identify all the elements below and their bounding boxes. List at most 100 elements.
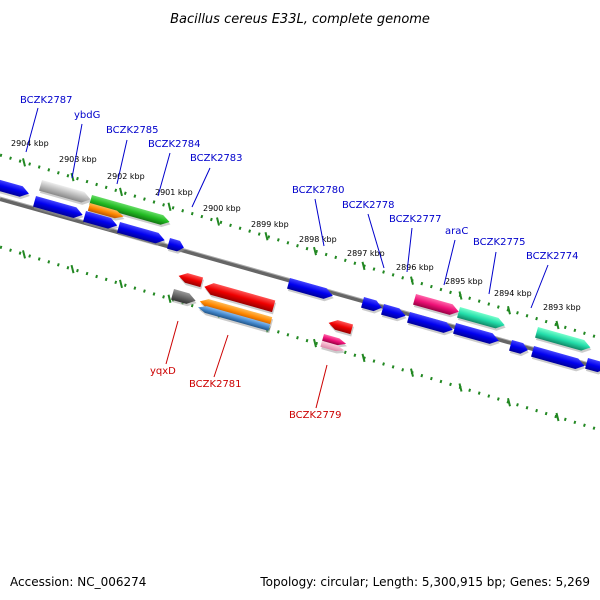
gene-label-arac[interactable]: araC <box>445 226 468 237</box>
gene-arrow-bczk2777[interactable] <box>412 294 461 319</box>
gene-label-bczk2775[interactable]: BCZK2775 <box>473 237 526 248</box>
gene-body <box>39 180 91 203</box>
gene-arrow-yqxd[interactable] <box>170 289 198 308</box>
gene-arrow-small2[interactable] <box>508 340 530 358</box>
kbp-label: 2901 kbp <box>155 188 193 197</box>
major-tick <box>216 217 220 226</box>
gene-body <box>89 195 170 225</box>
gene-label-bczk2784[interactable]: BCZK2784 <box>148 139 201 150</box>
major-tick <box>458 383 463 392</box>
gene-arrow-bczk2779[interactable] <box>320 341 347 356</box>
map-title: Bacillus cereus E33L, complete genome <box>170 12 430 27</box>
major-tick <box>507 398 511 407</box>
gene-body <box>204 283 276 313</box>
major-tick <box>22 158 26 167</box>
gene-body <box>453 323 499 344</box>
gene-arrow-bczk2784[interactable] <box>82 211 120 233</box>
major-tick <box>313 246 317 256</box>
gene-arrow-bczk2785[interactable] <box>89 195 173 229</box>
gene-body <box>199 299 273 326</box>
kbp-label: 2903 kbp <box>59 155 97 164</box>
gene-arrow-ybdg[interactable] <box>38 180 93 207</box>
gene-body <box>531 346 585 370</box>
kbp-label: 2894 kbp <box>494 289 532 298</box>
gene-label-bczk2787[interactable]: BCZK2787 <box>20 95 73 106</box>
gene-arrow-bczk2774[interactable] <box>534 327 593 355</box>
gene-body <box>457 307 505 329</box>
gene-arrow-bczk2780[interactable] <box>286 278 335 303</box>
gene-body <box>83 211 118 229</box>
major-tick <box>313 338 317 348</box>
gene-arrow-small[interactable] <box>166 238 186 255</box>
major-tick <box>410 276 414 285</box>
gene-body <box>509 340 528 354</box>
major-tick <box>361 353 366 363</box>
kbp-label: 2896 kbp <box>396 263 434 272</box>
gene-body <box>178 273 204 288</box>
forward-leaders <box>25 107 549 309</box>
major-tick <box>119 279 123 289</box>
gene-body <box>198 306 271 331</box>
gene-body <box>117 222 165 244</box>
reverse-gene-labels: yqxD BCZK2781 BCZK2779 <box>150 366 342 421</box>
gene-arrow-bczk2775[interactable] <box>452 323 501 348</box>
gene-features <box>0 177 600 376</box>
major-tick <box>264 232 269 241</box>
gene-arrow-bczk2781[interactable] <box>197 304 272 334</box>
gene-label-ybdg[interactable]: ybdG <box>74 110 100 121</box>
gene-arrow-red2[interactable] <box>327 318 355 337</box>
gene-label-bczk2785[interactable]: BCZK2785 <box>106 125 159 136</box>
gene-body <box>320 341 345 352</box>
gene-body <box>381 304 406 319</box>
gene-body <box>167 238 184 252</box>
major-tick <box>458 291 463 300</box>
gene-arrow-bczk2776[interactable] <box>456 307 507 333</box>
gene-body <box>87 203 124 219</box>
gene-arrow-red-small[interactable] <box>177 271 205 290</box>
kbp-label: 2895 kbp <box>445 277 483 286</box>
gene-body <box>535 327 591 351</box>
gene-body <box>287 278 333 299</box>
gene-label-bczk2774[interactable]: BCZK2774 <box>526 251 579 262</box>
gene-body <box>585 358 600 373</box>
gene-body <box>413 294 459 315</box>
gene-label-bczk2781[interactable]: BCZK2781 <box>189 379 242 390</box>
major-tick <box>119 187 123 197</box>
gene-arrow-bczk2778a[interactable] <box>360 297 384 315</box>
kbp-label: 2902 kbp <box>107 172 145 181</box>
gene-label-yqxd[interactable]: yqxD <box>150 366 176 377</box>
gene-arrow-edge[interactable] <box>584 358 600 376</box>
major-ticks-forward <box>22 158 560 330</box>
gene-arrow-bczk2786[interactable] <box>32 196 85 222</box>
gene-arrow-bczk2778[interactable] <box>380 304 408 323</box>
gene-label-bczk2777[interactable]: BCZK2777 <box>389 214 442 225</box>
kbp-label: 2898 kbp <box>299 235 337 244</box>
major-tick <box>361 261 366 271</box>
major-tick <box>555 412 560 422</box>
major-tick <box>167 202 172 211</box>
gene-label-bczk2783[interactable]: BCZK2783 <box>190 153 243 164</box>
gene-arrow-bczk2783[interactable] <box>116 222 167 248</box>
gene-arrow-bczk2784a[interactable] <box>87 203 126 223</box>
kbp-label: 2899 kbp <box>251 220 289 229</box>
gene-arrow-arac[interactable] <box>406 312 455 337</box>
gene-label-bczk2779[interactable]: BCZK2779 <box>289 410 342 421</box>
gene-label-bczk2780[interactable]: BCZK2780 <box>292 185 345 196</box>
gene-arrow-bczk2781a[interactable] <box>202 281 277 315</box>
kbp-labels: 2904 kbp 2903 kbp 2902 kbp 2901 kbp 2900… <box>11 139 581 312</box>
reverse-leaders <box>165 320 328 409</box>
kbp-label: 2893 kbp <box>543 303 581 312</box>
kbp-label: 2900 kbp <box>203 204 241 213</box>
major-tick <box>167 294 172 303</box>
gene-arrow-bczk2773[interactable] <box>530 346 587 374</box>
kbp-label: 2904 kbp <box>11 139 49 148</box>
major-tick <box>507 306 511 315</box>
kbp-label: 2897 kbp <box>347 249 385 258</box>
gene-arrow-bczk2787[interactable] <box>0 177 32 201</box>
major-tick <box>555 320 560 330</box>
gene-body <box>361 297 382 312</box>
forward-gene-labels: BCZK2787 ybdG BCZK2785 BCZK2784 BCZK2783… <box>20 95 579 262</box>
major-tick <box>22 250 26 259</box>
gene-label-bczk2778[interactable]: BCZK2778 <box>342 200 395 211</box>
